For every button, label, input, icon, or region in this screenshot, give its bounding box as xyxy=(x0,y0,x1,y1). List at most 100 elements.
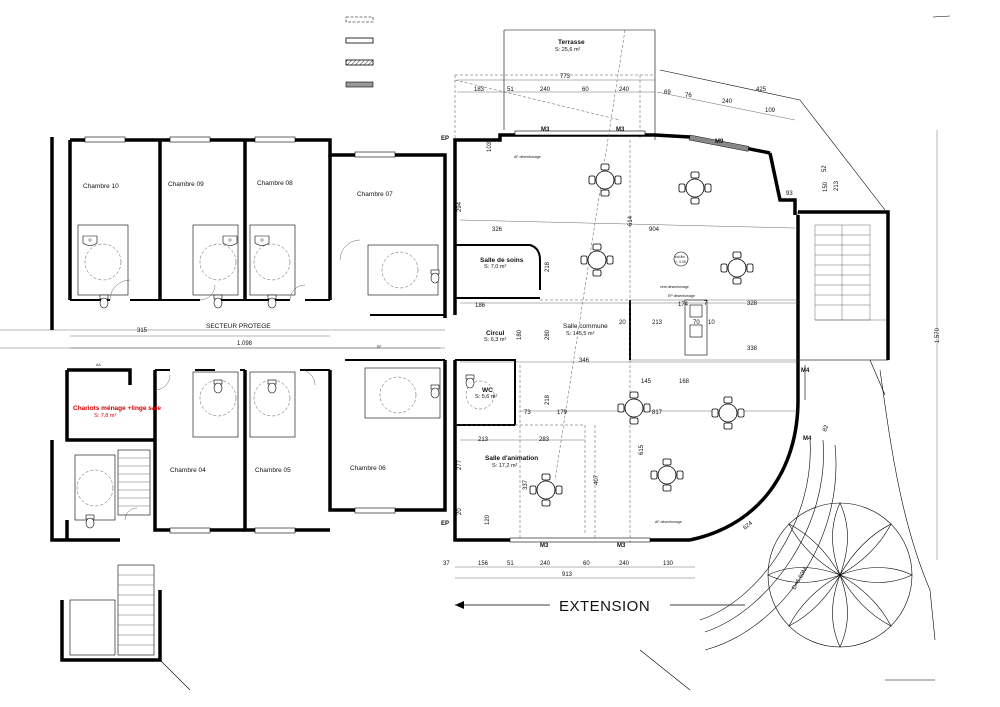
label-af-top: AF désenfumage xyxy=(514,155,541,159)
room-commune-name: Salle commune xyxy=(563,323,608,330)
dim-b51: 51 xyxy=(507,561,514,567)
room-circul-name: Circul xyxy=(486,330,505,337)
dim-294: 294 xyxy=(457,201,463,212)
dim-top-69: 69 xyxy=(664,90,671,96)
dim-top-183: 183 xyxy=(474,87,485,93)
room-animation-name: Salle d'animation xyxy=(485,455,538,462)
room-chariots-name: Chariots ménage +linge sale xyxy=(73,405,161,412)
room-soins-area: S: 7,0 m² xyxy=(484,264,506,270)
tag-m3-b: M3 xyxy=(616,127,625,133)
site-outline xyxy=(639,69,936,691)
dim-218b: 218 xyxy=(545,394,551,405)
dim-b240a: 240 xyxy=(540,561,551,567)
dim-168: 168 xyxy=(679,379,690,385)
room-chambre-05: Chambre 05 xyxy=(255,467,291,474)
tag-ep-top: EP xyxy=(441,136,449,142)
room-soins-name: Salle de soins xyxy=(480,257,524,264)
dim-top-109: 109 xyxy=(765,108,776,114)
top-dimensions xyxy=(457,79,796,121)
room-terrasse-name: Terrasse xyxy=(558,39,585,46)
dim-150: 150 xyxy=(823,181,829,192)
dim-337: 337 xyxy=(523,479,529,490)
dim-120: 120 xyxy=(485,514,491,525)
room-circul-area: S: 6,3 m² xyxy=(484,337,506,343)
table xyxy=(678,171,712,205)
table xyxy=(588,163,622,197)
bottom-dimensions xyxy=(455,566,695,579)
dim-326: 326 xyxy=(492,227,503,233)
label-ef: EF xyxy=(377,345,381,349)
dim-7: 7 xyxy=(704,301,708,307)
level-label: sol fini xyxy=(675,255,685,259)
extension-walls xyxy=(453,29,890,545)
dim-283: 283 xyxy=(539,437,550,443)
dim-b240b: 240 xyxy=(619,561,630,567)
dim-1098: 1.098 xyxy=(237,341,253,347)
room-chariots-area: S: 7,8 m² xyxy=(94,413,116,419)
dim-179: 179 xyxy=(557,410,568,416)
tag-m3-a: M3 xyxy=(541,127,550,133)
table xyxy=(529,473,563,507)
tag-m3-d: M3 xyxy=(617,543,626,549)
tag-m4-b: M4 xyxy=(803,436,812,442)
dim-82: 82 xyxy=(822,424,830,433)
dim-top-425: 425 xyxy=(756,87,767,93)
room-animation-area: S: 17,2 m² xyxy=(492,463,518,469)
label-desenfumage: EP désenfumage xyxy=(668,294,695,298)
dim-280: 280 xyxy=(545,329,551,340)
legend xyxy=(345,15,951,88)
dim-70: 70 xyxy=(693,320,700,326)
dim-b130: 130 xyxy=(663,561,674,567)
legend-swatch-dashed xyxy=(345,16,374,23)
secteur-protege-label: SECTEUR PROTEGE xyxy=(206,323,271,330)
room-chambre-09: Chambre 09 xyxy=(168,181,204,188)
room-terrasse-area: S: 25,6 m² xyxy=(555,47,581,53)
dim-145: 145 xyxy=(641,379,652,385)
label-vent: vent désenfumage xyxy=(660,285,689,289)
existing-wing xyxy=(0,136,447,691)
extension-arrow xyxy=(455,601,745,609)
dim-346: 346 xyxy=(579,358,590,364)
dim-174: 174 xyxy=(678,302,689,308)
dim-top-60: 60 xyxy=(582,87,589,93)
legend-swatch-outline xyxy=(345,37,374,44)
dim-b913: 913 xyxy=(562,572,573,578)
level-value: +- 0.00 xyxy=(675,260,686,264)
tree-diameter: D=6,60M xyxy=(792,567,809,591)
dim-407: 407 xyxy=(594,474,600,485)
dim-10: 10 xyxy=(708,320,715,326)
dim-180: 180 xyxy=(517,329,523,340)
extension-label: EXTENSION xyxy=(559,598,650,615)
label-aa: AA xyxy=(96,363,101,367)
room-chambre-04: Chambre 04 xyxy=(170,467,206,474)
table xyxy=(650,458,684,492)
label-af-bottom: AF désenfumage xyxy=(655,520,682,524)
table xyxy=(711,396,745,430)
dim-213a: 213 xyxy=(652,320,663,326)
dim-b60: 60 xyxy=(583,561,590,567)
dim-338: 338 xyxy=(747,346,758,352)
dim-328: 328 xyxy=(747,301,758,307)
room-wc-name: WC xyxy=(482,387,493,394)
legend-swatch-grey xyxy=(345,81,374,88)
dim-top-240a: 240 xyxy=(540,87,551,93)
dim-1570: 1.570 xyxy=(935,327,941,343)
tag-m3-c: M3 xyxy=(540,543,549,549)
dim-218a: 218 xyxy=(545,261,551,272)
room-chambre-06: Chambre 06 xyxy=(350,465,386,472)
dim-top-76: 76 xyxy=(685,93,692,99)
curve-dimension: 624 xyxy=(742,520,754,531)
tag-m9: M9 xyxy=(715,139,724,145)
dim-top-51: 51 xyxy=(507,87,514,93)
dim-614: 614 xyxy=(628,215,634,226)
dim-213c: 213 xyxy=(834,180,840,191)
room-chambre-08: Chambre 08 xyxy=(257,180,293,187)
room-commune-area: S: 145,5 m² xyxy=(566,331,595,337)
dim-315: 315 xyxy=(137,328,148,334)
dim-817: 817 xyxy=(652,410,663,416)
dim-93: 93 xyxy=(786,191,793,197)
dim-73: 73 xyxy=(524,410,531,416)
tag-ep-bottom: EP xyxy=(441,521,449,527)
dim-773: 773 xyxy=(560,74,571,80)
